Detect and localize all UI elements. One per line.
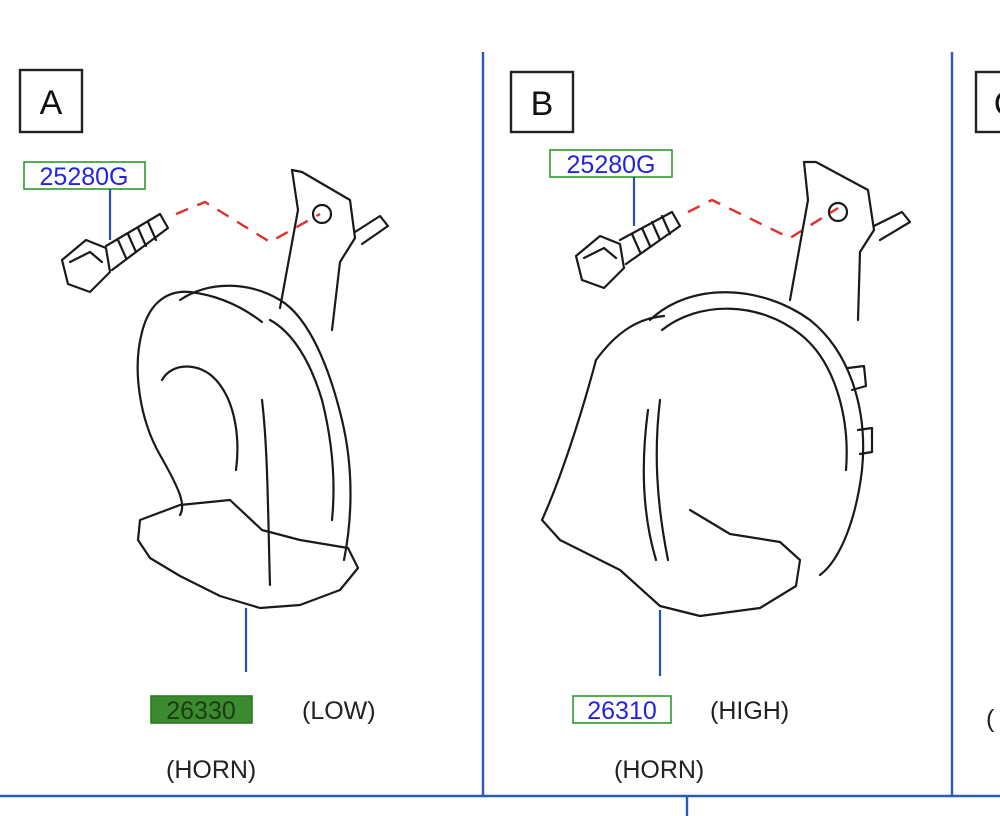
panel-b-horn-part-link[interactable]: 26310: [572, 695, 672, 725]
panel-b-horn-part-number: 26310: [587, 697, 657, 725]
panel-a-bolt-part-number: 25280G: [40, 163, 129, 191]
panel-a-name: (HORN): [166, 756, 256, 784]
panel-c: C (: [974, 70, 1000, 733]
panel-a-bolt-illustration: [60, 212, 170, 294]
panel-b-letter-box: [509, 70, 575, 134]
panel-b: B 25280G: [509, 70, 912, 784]
panel-c-letter: C: [994, 85, 1000, 123]
panel-a: A 25280G: [18, 68, 390, 784]
panel-a-horn-part-number: 26330: [166, 697, 236, 725]
panel-a-horn-illustration: [136, 168, 390, 610]
panel-b-bolt-illustration: [574, 210, 682, 290]
panel-b-name: (HORN): [614, 756, 704, 784]
panel-b-connector-dashed: [687, 198, 839, 240]
panel-a-letter: A: [40, 84, 63, 122]
panel-b-bolt-part-link[interactable]: 25280G: [549, 149, 673, 179]
panel-b-letter: B: [531, 85, 554, 123]
panel-b-variant: (HIGH): [710, 697, 789, 725]
panel-a-variant: (LOW): [302, 697, 376, 725]
panel-a-bolt-part-link[interactable]: 25280G: [23, 161, 146, 191]
panel-b-bolt-part-number: 25280G: [567, 151, 656, 179]
panel-a-letter-box: [18, 68, 84, 134]
panel-dividers: [0, 52, 1000, 816]
panel-c-letter-box: [974, 70, 1000, 134]
panel-a-connector-dashed: [175, 200, 321, 244]
panel-a-horn-part-link[interactable]: 26330: [150, 695, 253, 725]
panel-c-partial-text: (: [986, 705, 995, 733]
panel-b-horn-illustration: [540, 160, 912, 618]
